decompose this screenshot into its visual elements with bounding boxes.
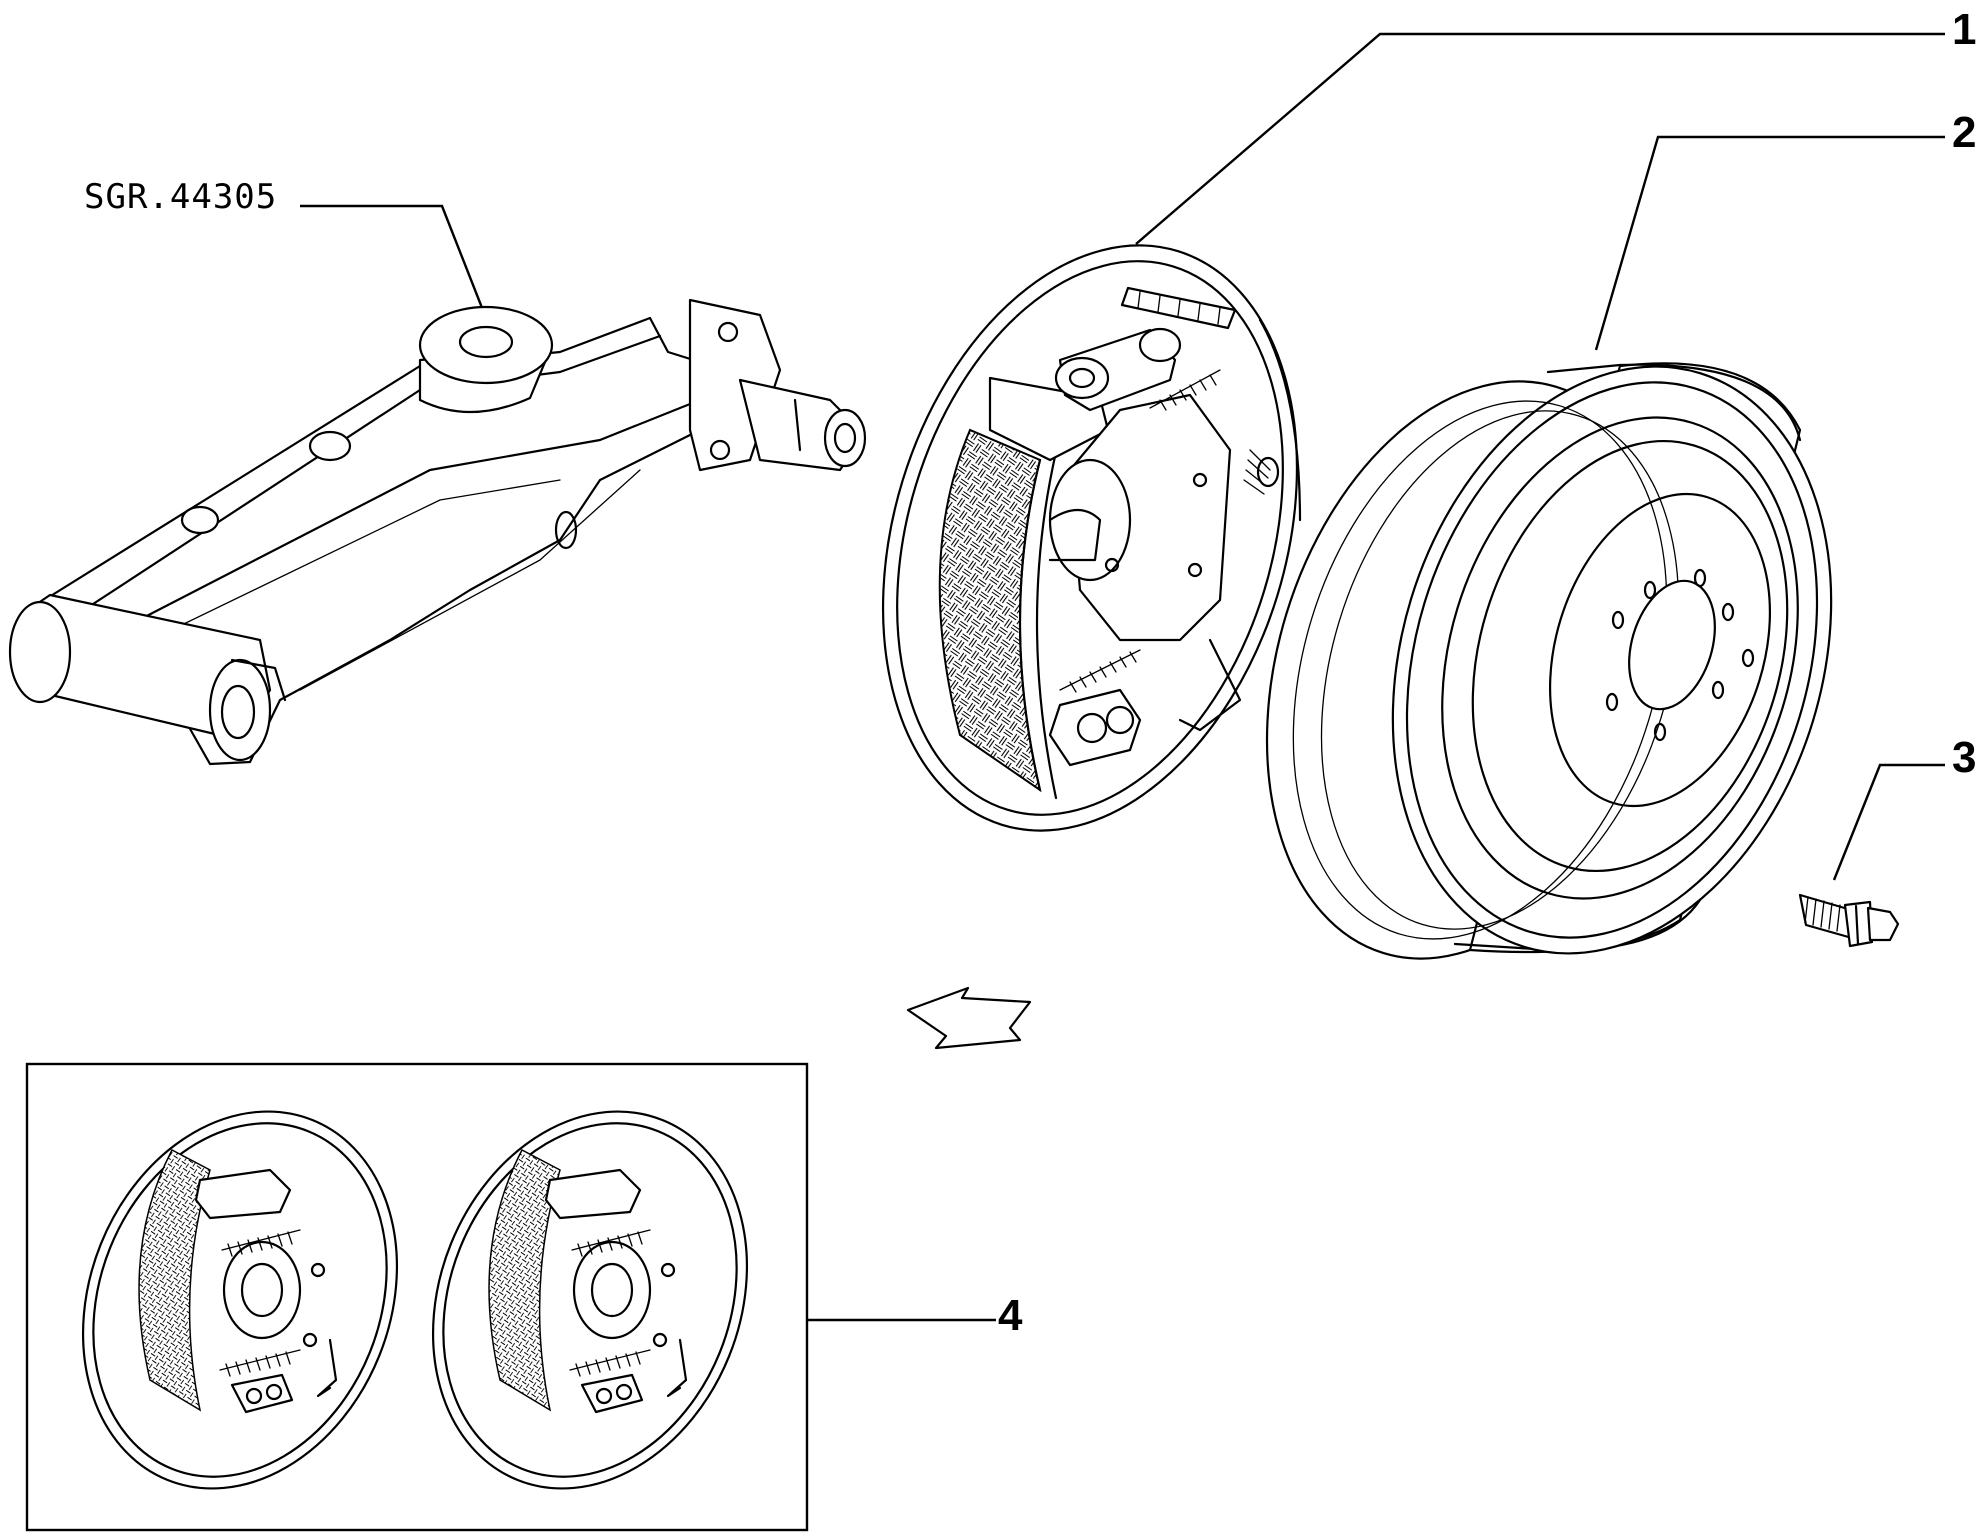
bolt-icon bbox=[1798, 893, 1900, 948]
reference-code-label: SGR.44305 bbox=[84, 177, 277, 217]
leader-item-3 bbox=[1832, 763, 1945, 881]
brake-backplate-assembly-icon bbox=[881, 244, 1302, 832]
callout-1: 1 bbox=[1952, 5, 1976, 54]
leader-item-1 bbox=[1135, 32, 1945, 245]
brake-drum-icon bbox=[1265, 362, 1833, 960]
reference-code-leader bbox=[300, 204, 488, 319]
brake-backplate-right-icon bbox=[431, 1110, 749, 1490]
callout-2: 2 bbox=[1952, 108, 1976, 157]
trailing-arm-icon bbox=[8, 298, 867, 766]
leader-item-2 bbox=[1594, 135, 1945, 351]
arrow-icon bbox=[906, 986, 1032, 1050]
callout-4: 4 bbox=[998, 1291, 1023, 1340]
brake-backplate-left-icon bbox=[81, 1110, 399, 1490]
callout-3: 3 bbox=[1952, 733, 1976, 782]
